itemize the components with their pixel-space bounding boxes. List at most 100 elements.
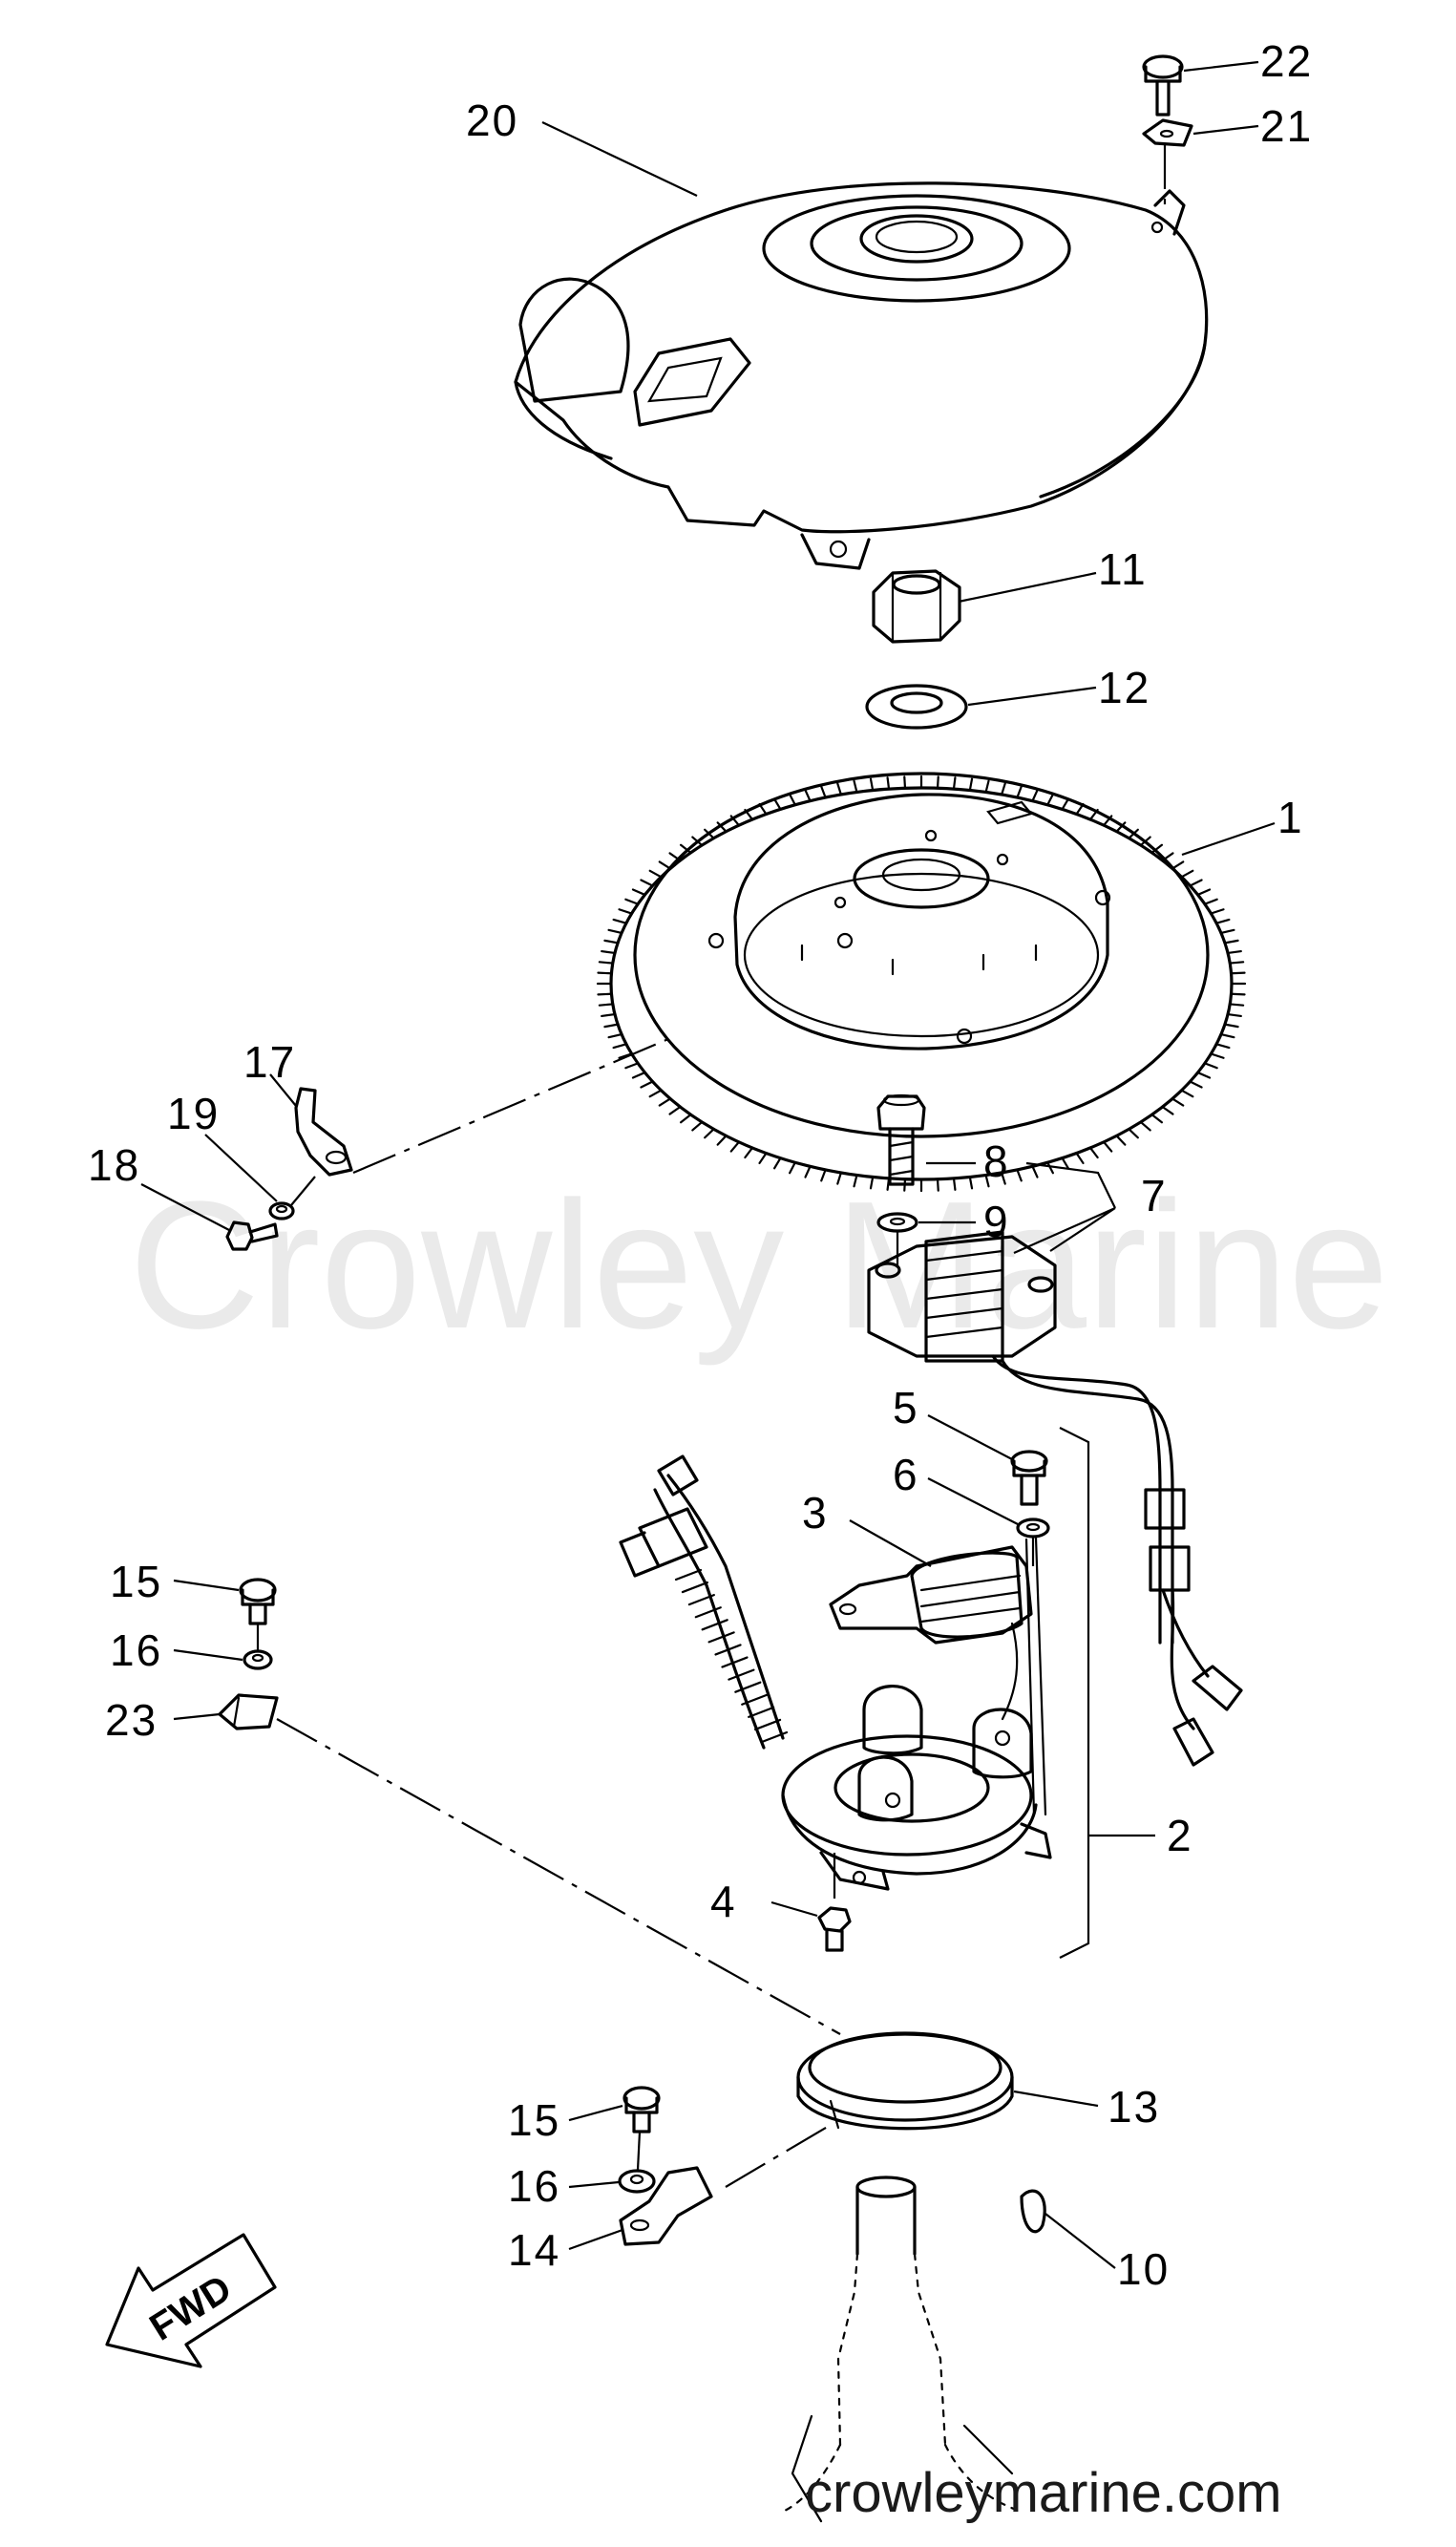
gear-tooth [648, 1089, 663, 1098]
gear-tooth [804, 789, 812, 802]
gear-tooth [1031, 789, 1039, 802]
gear-tooth [1214, 1043, 1231, 1050]
callout-12: 12 [1098, 663, 1150, 712]
gear-tooth [1150, 1114, 1164, 1124]
gear-tooth [1180, 1089, 1194, 1098]
callout-22: 22 [1260, 36, 1313, 86]
part-bolt-8 [876, 1093, 926, 1186]
callout-6: 6 [893, 1450, 919, 1499]
gear-tooth [668, 1105, 682, 1115]
gear-tooth [1223, 939, 1239, 945]
gear-tooth [1046, 1161, 1054, 1175]
gear-tooth [1189, 1080, 1203, 1089]
gear-tooth [597, 971, 613, 975]
callout-3: 3 [802, 1488, 829, 1538]
gear-tooth [624, 898, 640, 905]
harness-wrap-band [748, 1706, 775, 1718]
alignment-line-14 [725, 2124, 832, 2188]
gear-tooth [903, 775, 907, 790]
gear-tooth [1016, 785, 1023, 799]
gear-tooth [1180, 869, 1194, 879]
gear-tooth [1075, 1152, 1085, 1165]
alignment-line-17 [352, 1037, 669, 1175]
harness-wrap-band [728, 1668, 755, 1681]
part-screw-22 [1142, 54, 1184, 117]
gear-tooth [869, 777, 875, 792]
part-screw-15b [622, 2086, 661, 2133]
gear-tooth [1088, 1146, 1099, 1159]
gear-tooth [772, 797, 782, 811]
callout-10: 10 [1117, 2244, 1170, 2294]
gear-tooth [640, 1080, 654, 1089]
gear-tooth [1171, 860, 1185, 870]
gear-tooth [1210, 1052, 1225, 1059]
gear-tooth [936, 1178, 939, 1192]
part-flywheel-cover [514, 181, 1209, 570]
gear-tooth [1139, 836, 1151, 847]
callout-17: 17 [243, 1037, 296, 1087]
gear-tooth [744, 808, 754, 821]
callout-16b: 16 [508, 2161, 560, 2211]
leader-lines [140, 60, 1276, 2269]
site-url: crowleymarine.com [805, 2462, 1282, 2524]
gear-tooth [984, 1174, 990, 1188]
part-stator-2 [619, 1454, 1052, 1891]
gear-tooth [716, 821, 728, 833]
gear-tooth [607, 1032, 623, 1039]
gear-tooth [1061, 797, 1070, 811]
part-washer-16a [243, 1649, 273, 1670]
part-pulser-coil-3 [829, 1545, 1033, 1645]
gear-tooth [853, 1174, 858, 1188]
callout-19: 19 [167, 1089, 220, 1138]
gear-tooth [603, 1023, 620, 1029]
gear-tooth [1115, 1135, 1127, 1146]
harness-wrap-band [687, 1594, 715, 1606]
part-washer-9 [876, 1212, 918, 1233]
gear-tooth [1115, 821, 1127, 833]
gear-tooth [729, 815, 741, 827]
gear-tooth [691, 836, 704, 847]
gear-tooth [679, 843, 692, 854]
gear-tooth [1001, 1171, 1006, 1185]
gear-tooth [631, 888, 646, 897]
gear-tooth [1189, 879, 1203, 887]
part-crankshaft [781, 2176, 1023, 2523]
part-ring-13 [796, 2031, 1014, 2131]
gear-tooth [789, 793, 796, 806]
gear-tooth [1230, 992, 1246, 996]
gear-tooth [1031, 1165, 1039, 1178]
part-washer-6 [1016, 1518, 1050, 1539]
gear-tooth [820, 785, 827, 799]
part-screw-18 [225, 1220, 279, 1251]
gear-tooth [1161, 1105, 1174, 1115]
alignment-line-19 [290, 1176, 316, 1206]
callout-5: 5 [893, 1383, 919, 1433]
gear-tooth [804, 1165, 812, 1178]
gear-tooth [936, 775, 939, 790]
part-nut-11 [872, 569, 961, 644]
gear-tooth [704, 1128, 715, 1139]
gear-tooth [603, 939, 620, 945]
gear-tooth [1219, 1032, 1235, 1039]
gear-tooth [658, 1097, 672, 1107]
gear-tooth [624, 1062, 640, 1070]
gear-tooth [598, 1003, 614, 1007]
gear-tooth [1196, 888, 1212, 897]
callout-15a: 15 [110, 1557, 162, 1606]
gear-tooth [1150, 843, 1164, 854]
callout-4: 4 [710, 1877, 737, 1926]
gear-tooth [1001, 782, 1006, 796]
callout-1: 1 [1277, 793, 1304, 842]
gear-tooth [598, 961, 614, 965]
callout-21: 21 [1260, 101, 1313, 151]
part-key-10 [1020, 2189, 1046, 2234]
gear-tooth [836, 782, 842, 796]
assembly-bracket [1059, 1427, 1090, 1959]
gear-tooth [1016, 1168, 1023, 1182]
gear-tooth [1075, 802, 1085, 816]
gear-tooth [820, 1168, 827, 1182]
gear-tooth [1128, 828, 1139, 839]
gear-tooth [952, 1177, 957, 1191]
gear-tooth [1203, 1062, 1218, 1070]
callout-18: 18 [88, 1140, 140, 1190]
